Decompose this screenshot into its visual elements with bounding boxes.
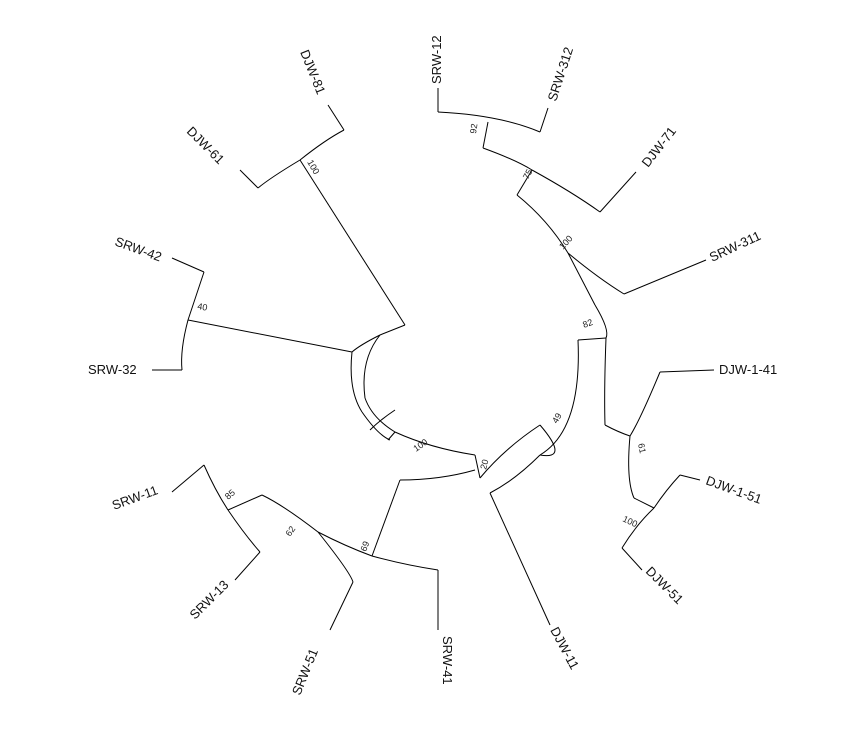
leaf-labels: SRW-12 SRW-312 DJW-71 SRW-311 DJW-1-41 D…	[88, 35, 777, 697]
branch	[621, 547, 643, 571]
branch	[531, 169, 601, 213]
branch	[482, 147, 533, 171]
branch	[187, 271, 205, 321]
bootstrap-label: 49	[550, 411, 564, 425]
branch	[399, 469, 476, 481]
bootstrap-label: 61	[636, 442, 648, 454]
leaf-label: SRW-11	[110, 482, 160, 512]
leaf-label: SRW-51	[289, 646, 321, 697]
branch	[489, 454, 541, 494]
branch	[567, 252, 625, 295]
branch	[604, 424, 631, 437]
branch	[351, 334, 381, 353]
branch	[371, 479, 401, 557]
branch	[171, 257, 205, 273]
leaf-label: DJW-81	[297, 48, 328, 97]
branch	[659, 369, 715, 373]
branch	[629, 371, 661, 437]
bootstrap-label: 82	[581, 317, 594, 330]
branch	[474, 454, 481, 479]
branch	[234, 551, 261, 581]
branch	[621, 507, 655, 549]
bootstrap-values: 92 75 100 82 61 100 49 20 100 69 62 85 4…	[197, 123, 648, 553]
branch	[653, 474, 681, 509]
branch	[350, 351, 363, 413]
bootstrap-label: 85	[223, 487, 237, 501]
leaf-label: DJW-11	[547, 624, 582, 671]
branch	[599, 171, 637, 213]
branch	[371, 555, 439, 571]
branch	[257, 159, 301, 189]
branch	[317, 531, 354, 583]
leaf-label: SRW-32	[88, 362, 137, 377]
branch	[387, 431, 396, 441]
bootstrap-label: 100	[305, 158, 321, 176]
branch	[539, 107, 549, 133]
leaf-label: SRW-12	[429, 35, 444, 84]
branch	[516, 194, 569, 254]
branch	[327, 104, 345, 131]
leaf-label: DJW-1-41	[719, 362, 777, 377]
leaf-label: DJW-1-51	[704, 473, 764, 507]
leaf-label: SRW-41	[440, 636, 455, 685]
branch	[227, 509, 261, 553]
leaf-label: SRW-42	[113, 234, 164, 265]
branch	[394, 431, 476, 456]
branch	[567, 252, 596, 306]
leaf-label: SRW-311	[707, 228, 763, 265]
leaf-label: DJW-51	[643, 564, 687, 608]
branch	[364, 397, 396, 433]
branch	[171, 464, 205, 493]
branch	[363, 334, 381, 399]
bootstrap-label: 100	[557, 233, 574, 251]
leaf-label: DJW-61	[184, 124, 228, 168]
branch	[539, 339, 579, 456]
branches	[152, 88, 715, 631]
branch	[633, 497, 655, 509]
leaf-label: DJW-71	[639, 124, 680, 170]
branch	[479, 424, 541, 479]
branch	[379, 324, 406, 336]
branch	[187, 319, 353, 353]
branch	[299, 129, 345, 161]
branch	[577, 337, 607, 341]
branch	[299, 159, 406, 326]
branch	[203, 464, 229, 511]
branch	[482, 121, 489, 149]
bootstrap-label: 62	[283, 524, 297, 538]
branch	[317, 531, 373, 557]
branch	[261, 494, 319, 533]
bootstrap-label: 75	[521, 167, 535, 181]
leaf-label: SRW-312	[545, 45, 577, 103]
branch	[437, 111, 541, 133]
branch	[679, 474, 701, 481]
branch	[239, 169, 259, 189]
branch	[361, 411, 391, 441]
branch	[227, 494, 263, 511]
branch	[604, 337, 607, 426]
branch	[594, 304, 608, 339]
branch	[181, 319, 189, 371]
branch	[516, 169, 533, 196]
bootstrap-label: 69	[358, 540, 371, 553]
bootstrap-label: 20	[478, 458, 490, 470]
branch	[369, 409, 396, 431]
branch	[489, 492, 551, 626]
branch	[329, 581, 354, 631]
branch	[539, 424, 556, 457]
leaf-label: SRW-13	[187, 577, 232, 622]
branch	[623, 259, 707, 295]
bootstrap-label: 92	[468, 123, 479, 134]
branch	[628, 435, 635, 499]
bootstrap-label: 40	[197, 301, 209, 313]
